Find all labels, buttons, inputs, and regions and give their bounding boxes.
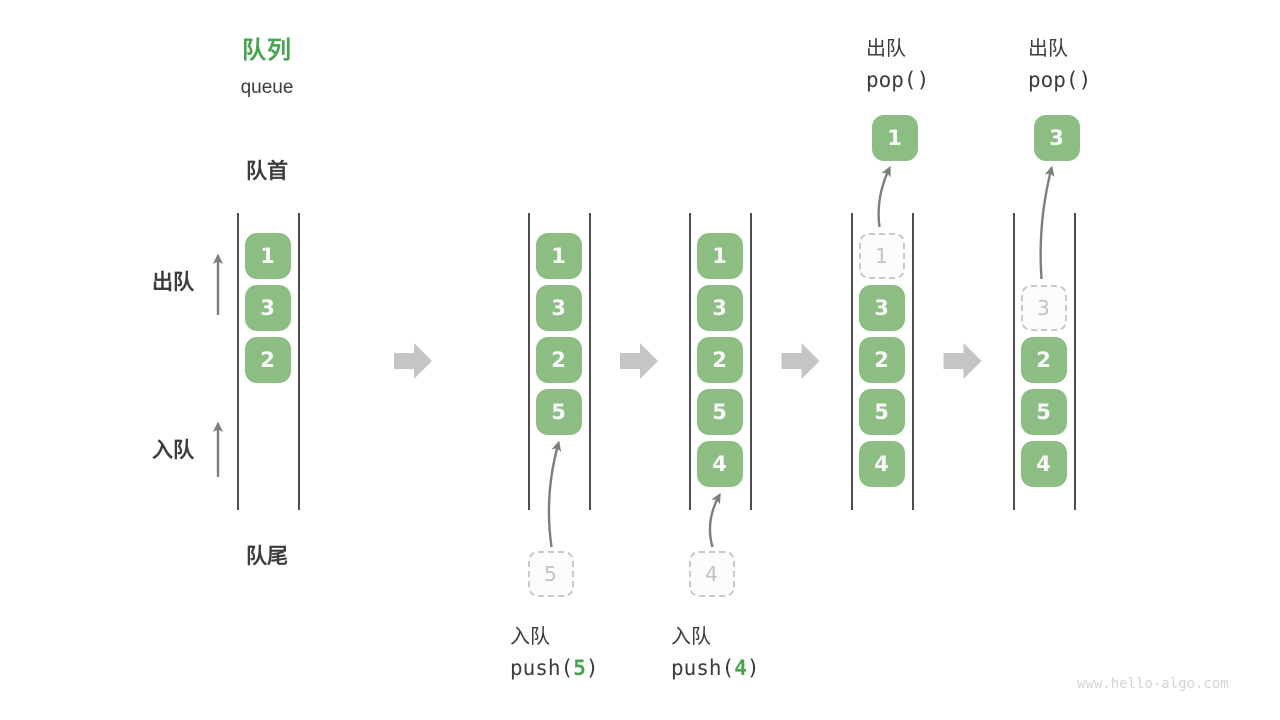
queue-cell: 5: [535, 389, 582, 435]
queue-wall-left: [237, 213, 239, 510]
enqueue-curved-arrow: [708, 492, 721, 548]
queue-cell: 1: [535, 233, 582, 279]
enqueue-op-code: push(5): [510, 656, 599, 680]
queue-rear-label: 队尾: [246, 545, 288, 568]
queue-cell: 3: [535, 285, 582, 331]
queue-cell: 2: [858, 337, 905, 383]
op-code-arg: 4: [734, 656, 747, 680]
popped-element: 1: [871, 115, 918, 161]
enqueue-op-label: 入队: [671, 626, 711, 648]
enqueue-op-label: 入队: [510, 626, 550, 648]
queue-wall-right: [298, 213, 300, 510]
dequeue-op-code: pop(): [866, 68, 930, 92]
queue-wall-right: [589, 213, 591, 510]
queue-cell: 2: [244, 337, 291, 383]
queue-wall-right: [912, 213, 914, 510]
pop-curved-arrow: [877, 165, 891, 228]
transition-arrow: [620, 343, 658, 379]
queue-cell: 3: [858, 285, 905, 331]
queue-cell-ghost: 3: [1020, 285, 1067, 331]
queue-cell: 3: [244, 285, 291, 331]
diagram-title: 队列: [242, 37, 292, 64]
op-code-before: push(: [510, 656, 574, 680]
queue-cell: 2: [696, 337, 743, 383]
dequeue-op-code: pop(): [1028, 68, 1092, 92]
op-code-after: ): [746, 656, 760, 680]
op-code-after: ): [585, 656, 599, 680]
queue-cell: 1: [244, 233, 291, 279]
transition-arrow: [781, 343, 820, 379]
enqueue-direction-label: 入队: [152, 439, 194, 462]
op-code-arg: 5: [573, 656, 586, 680]
queue-wall-left: [1013, 213, 1015, 510]
queue-cell: 4: [1020, 441, 1067, 487]
dequeue-direction-label: 出队: [152, 271, 194, 294]
queue-cell: 5: [858, 389, 905, 435]
queue-cell: 5: [1020, 389, 1067, 435]
queue-wall-left: [689, 213, 691, 510]
watermark: www.hello-algo.com: [1077, 676, 1229, 692]
enqueue-op-code: push(4): [671, 656, 760, 680]
op-code-before: push(: [671, 656, 735, 680]
pending-element: 5: [527, 551, 574, 597]
queue-cell: 4: [696, 441, 743, 487]
pop-curved-arrow: [1039, 165, 1055, 280]
enqueue-curved-arrow: [547, 440, 562, 548]
queue-cell: 3: [696, 285, 743, 331]
title-block: 队列 queue: [200, 30, 334, 99]
transition-arrow: [943, 343, 982, 379]
queue-cell: 2: [1020, 337, 1067, 383]
queue-front-label: 队首: [246, 160, 288, 183]
queue-cell: 5: [696, 389, 743, 435]
transition-arrow: [394, 343, 432, 379]
diagram-subtitle: queue: [240, 77, 294, 98]
dequeue-op-label: 出队: [866, 38, 906, 60]
queue-wall-left: [528, 213, 530, 510]
queue-cell: 2: [535, 337, 582, 383]
popped-element: 3: [1033, 115, 1080, 161]
queue-wall-left: [851, 213, 853, 510]
queue-cell: 4: [858, 441, 905, 487]
queue-wall-right: [750, 213, 752, 510]
dequeue-op-label: 出队: [1028, 38, 1068, 60]
pending-element: 4: [688, 551, 735, 597]
queue-cell: 1: [696, 233, 743, 279]
queue-wall-right: [1074, 213, 1076, 510]
queue-cell-ghost: 1: [858, 233, 905, 279]
